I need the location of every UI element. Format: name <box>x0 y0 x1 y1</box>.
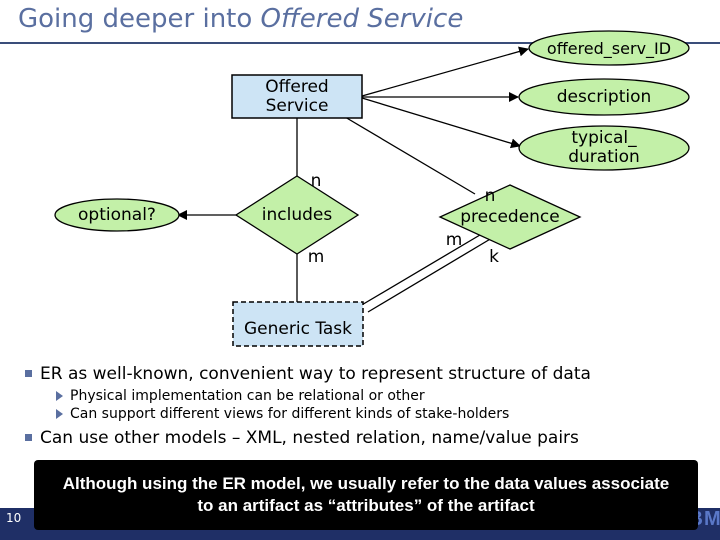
er-diagram <box>54 30 690 347</box>
connector-precedence-generic-task-1 <box>359 231 486 307</box>
relationship-includes <box>234 175 360 255</box>
entity-generic-task-label: Generic Task <box>243 319 353 339</box>
entity-offered-service <box>231 74 363 119</box>
cardinality-precedence-left: m <box>445 230 463 250</box>
triangle-bullet-icon <box>56 391 63 401</box>
attribute-description-label: description <box>556 87 652 107</box>
sub-bullet-item: Physical implementation can be relationa… <box>56 388 591 404</box>
bullet-item: Can use other models – XML, nested relat… <box>25 428 591 448</box>
page-title: Going deeper into Offered Service <box>18 4 463 34</box>
attribute-typical-duration-label: typical_ duration <box>568 128 640 167</box>
title-underline <box>0 42 720 44</box>
sub-bullet-item: Can support different views for differen… <box>56 406 591 422</box>
connector-precedence-offered-service <box>344 116 476 195</box>
attribute-offered-serv-id <box>528 30 690 66</box>
connector-precedence-generic-task-2 <box>367 237 493 313</box>
bullet-item: ER as well-known, convenient way to repr… <box>25 364 591 384</box>
attribute-optional <box>54 198 180 232</box>
cardinality-precedence-top: n <box>484 186 496 206</box>
bullet-list: ER as well-known, convenient way to repr… <box>25 364 591 452</box>
callout-box: Although using the ER model, we usually … <box>34 460 698 530</box>
triangle-bullet-icon <box>56 409 63 419</box>
relationship-includes-label: includes <box>261 205 333 225</box>
square-bullet-icon <box>25 370 32 377</box>
relationship-precedence <box>438 184 582 250</box>
page-number: 10 <box>6 511 22 525</box>
entity-generic-task <box>232 301 364 347</box>
page-title-emphasis: Offered Service <box>260 4 464 34</box>
square-bullet-icon <box>25 434 32 441</box>
cardinality-includes-top: n <box>310 171 322 191</box>
attribute-offered-serv-id-label: offered_serv_ID <box>546 39 672 58</box>
cardinality-includes-bottom: m <box>307 247 325 267</box>
attribute-description <box>518 78 690 116</box>
attribute-optional-label: optional? <box>78 205 156 225</box>
relationship-precedence-label: precedence <box>460 207 560 227</box>
connector-offered-serv-id <box>361 46 529 97</box>
attribute-typical-duration <box>518 125 690 171</box>
callout-text: Although using the ER model, we usually … <box>62 474 670 515</box>
entity-offered-service-label: Offered Service <box>265 77 329 116</box>
cardinality-precedence-right: k <box>489 247 499 267</box>
page-title-main: Going deeper into <box>18 4 261 34</box>
connector-typical-duration <box>361 97 521 149</box>
